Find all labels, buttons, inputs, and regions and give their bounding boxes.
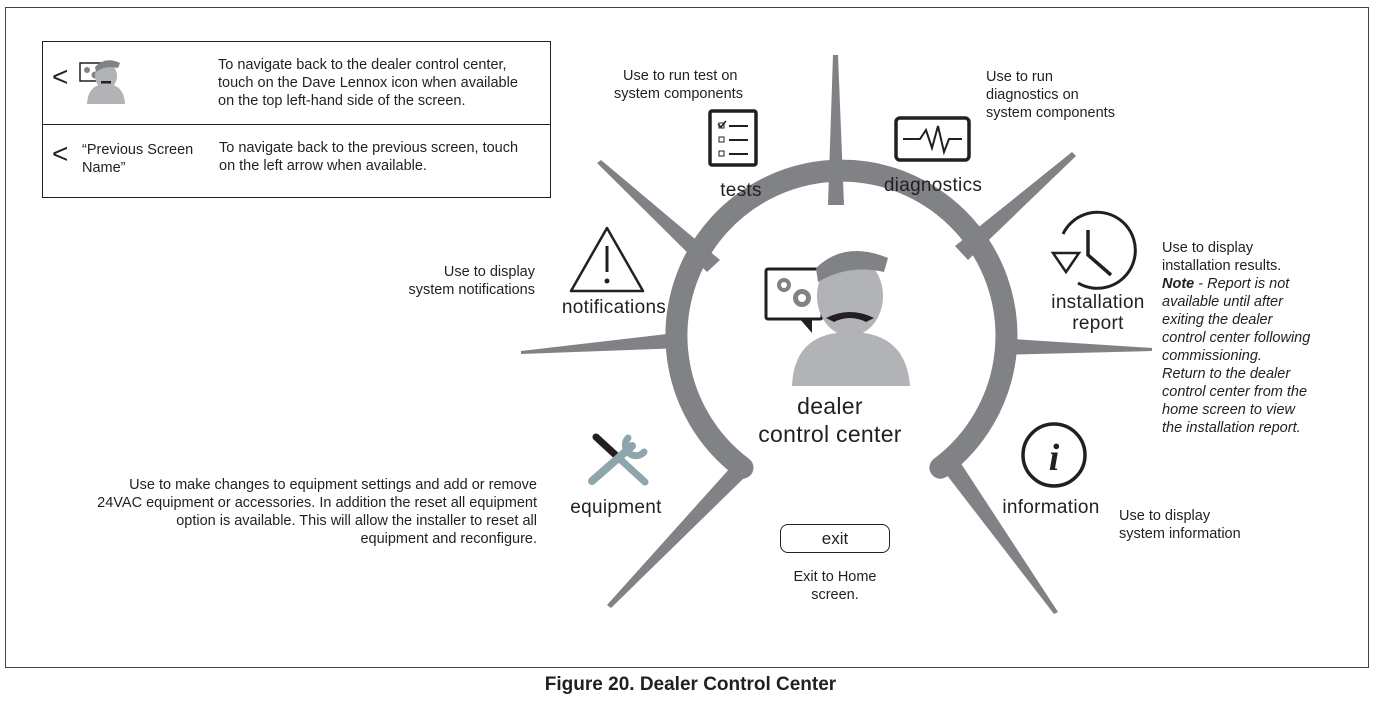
tests-desc: Use to run test on system components (614, 68, 743, 102)
nav-row2-desc: To navigate back to the previous screen,… (219, 140, 519, 174)
diagnostics-desc: Use to run diagnostics on system compone… (986, 69, 1115, 121)
information-desc: Use to display system information (1119, 508, 1241, 542)
installation-report-label[interactable]: installation report (1051, 292, 1145, 334)
diagnostics-label[interactable]: diagnostics (883, 175, 983, 196)
spoke-lower-left (607, 467, 744, 608)
pulse-monitor-icon (894, 116, 971, 162)
nav-avatar-icon (79, 60, 125, 104)
back-arrow-icon: < (52, 138, 69, 169)
exit-button[interactable]: exit (780, 524, 890, 553)
spoke-left (521, 332, 684, 354)
navigation-legend: < To navigate back to the dealer control… (42, 41, 551, 198)
information-label[interactable]: information (1002, 497, 1100, 518)
spoke-upper-left (597, 160, 720, 272)
figure-frame (5, 7, 1369, 668)
tests-label[interactable]: tests (720, 180, 762, 201)
equipment-label[interactable]: equipment (570, 497, 662, 518)
center-ring (665, 159, 1018, 479)
nav-divider (43, 124, 550, 125)
history-clock-icon (1050, 210, 1137, 290)
dave-lennox-avatar (764, 250, 910, 386)
spoke-lower-right (946, 462, 1058, 614)
nav-row2-label: “Previous Screen Name” (82, 142, 194, 176)
equipment-desc: Use to make changes to equipment setting… (97, 477, 537, 547)
warning-icon (569, 226, 645, 293)
back-chevron-icon: < (52, 61, 69, 92)
spoke-upper-right (955, 152, 1076, 260)
tools-icon (588, 433, 649, 486)
installation-report-desc: Use to display installation results. Not… (1162, 240, 1311, 436)
spoke-top (828, 55, 844, 205)
info-icon: i (1021, 422, 1087, 488)
figure-caption: Figure 20. Dealer Control Center (544, 674, 837, 695)
dealer-control-center-label[interactable]: dealer control center (758, 393, 902, 447)
notifications-desc: Use to display system notifications (408, 264, 535, 298)
svg-text:i: i (1049, 437, 1060, 479)
spoke-right (996, 338, 1152, 355)
nav-row1-desc: To navigate back to the dealer control c… (218, 57, 518, 109)
note-bold: Note (1162, 276, 1195, 292)
checklist-icon (708, 109, 758, 167)
exit-desc: Exit to Home screen. (793, 569, 877, 603)
notifications-label[interactable]: notifications (561, 297, 667, 318)
